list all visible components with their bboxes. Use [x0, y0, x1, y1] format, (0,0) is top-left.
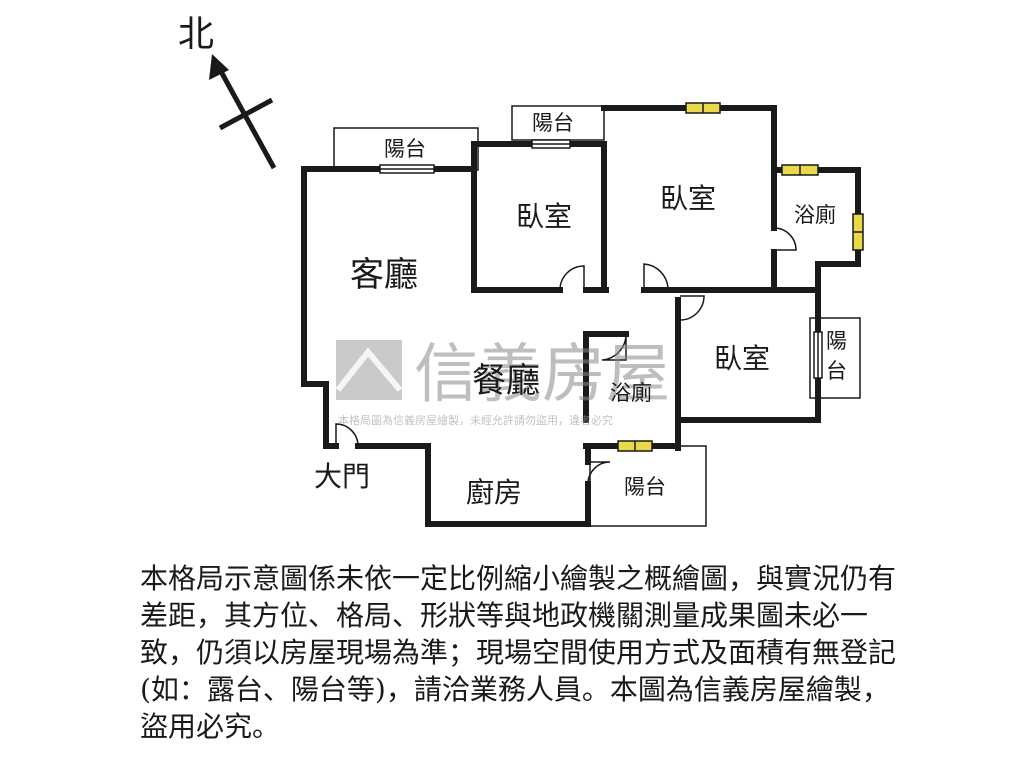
- wall-living-west: [301, 166, 381, 449]
- compass-cross-icon: [218, 97, 274, 131]
- compass-north-label: 北: [178, 14, 214, 55]
- wall-entrance-south: [355, 443, 591, 527]
- compass-arrowhead-icon: [209, 54, 229, 80]
- label-living-room: 客廳: [350, 255, 418, 295]
- door-bath1: [773, 227, 797, 251]
- label-balcony-3-char-2: 台: [826, 359, 847, 383]
- sliding-doors: [379, 139, 823, 379]
- label-bathroom-1: 浴廁: [794, 203, 836, 227]
- balcony-outline-3: [809, 317, 861, 399]
- walls: [301, 105, 861, 527]
- label-bedroom-1: 臥室: [516, 200, 572, 233]
- door-bed2: [643, 263, 669, 290]
- watermark-notice: 本格局圖為信義房屋繪製，未經允許請勿盜用，違者必究: [338, 413, 613, 427]
- compass-arrow-icon: [215, 64, 277, 170]
- label-kitchen: 廚房: [466, 476, 522, 509]
- doors: [335, 227, 797, 485]
- wall-bath1: [815, 167, 861, 217]
- label-bedroom-3: 臥室: [714, 342, 770, 375]
- door-entrance: [335, 423, 359, 447]
- door-bed1: [559, 265, 585, 291]
- wall-bed3-east: [675, 377, 821, 423]
- room-labels: 客廳 餐廳 臥室 臥室 臥室 浴廁 浴廁 廚房 大門 陽台 陽台 陽台 陽 台: [314, 111, 847, 509]
- label-balcony-3: 陽 台: [826, 329, 847, 383]
- label-dining-room: 餐廳: [472, 361, 540, 401]
- wall-bath1-2: [771, 247, 861, 293]
- label-balcony-2: 陽台: [532, 111, 574, 135]
- wall-bed2-north-2: [717, 105, 785, 173]
- door-bath2: [601, 333, 627, 361]
- door-bed3: [679, 295, 705, 321]
- wall-bed1-west: [471, 166, 563, 293]
- watermark: 信義房屋 本格局圖為信義房屋繪製，未經允許請勿盜用，違者必究: [335, 338, 670, 427]
- door-kitchen: [587, 461, 611, 485]
- label-bathroom-2: 浴廁: [610, 381, 652, 405]
- wall-bath2: [583, 331, 629, 423]
- label-bedroom-2: 臥室: [660, 182, 716, 215]
- wall-bed2-east-2: [641, 249, 777, 293]
- wall-living-north-east: [433, 141, 533, 172]
- wall-bed3-north: [677, 287, 821, 333]
- watermark-brand: 信義房屋: [414, 338, 670, 412]
- floor-plan: 北: [178, 14, 864, 527]
- label-entrance: 大門: [314, 460, 370, 493]
- label-balcony-3-char-1: 陽: [826, 329, 847, 353]
- compass: 北: [178, 14, 277, 170]
- label-balcony-1: 陽台: [384, 137, 426, 161]
- watermark-logo-roof-icon: [335, 347, 403, 392]
- disclaimer-text: 本格局示意圖係未依一定比例縮小繪製之概繪圖，與實況仍有差距，其方位、格局、形狀等…: [140, 562, 897, 743]
- label-balcony-4: 陽台: [624, 475, 666, 499]
- windows: [617, 102, 864, 452]
- wall-bed1-east: [583, 141, 607, 293]
